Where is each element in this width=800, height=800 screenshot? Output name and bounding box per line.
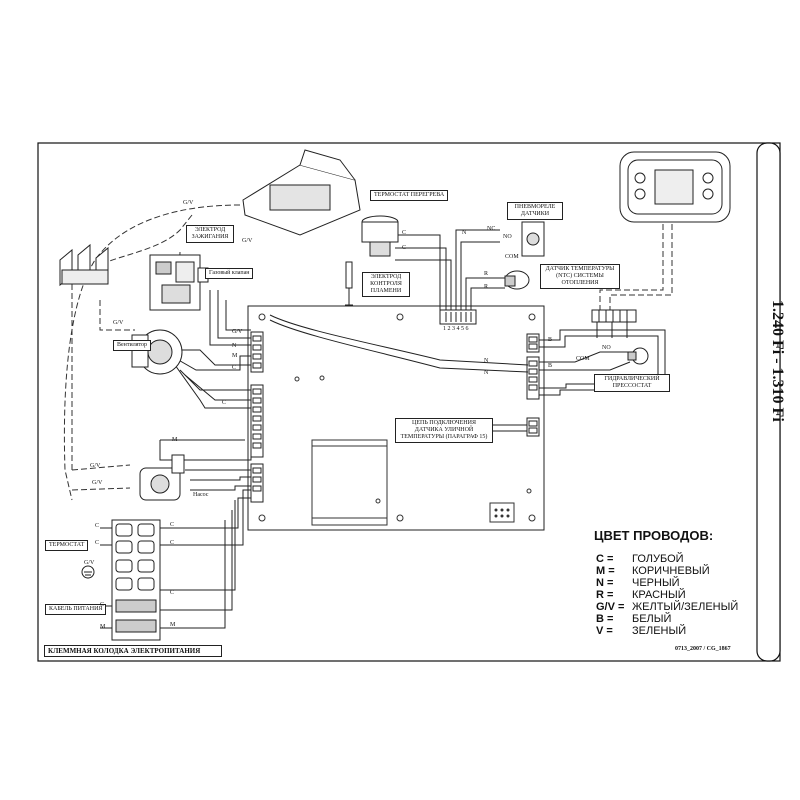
ntc-sensor-unit (504, 270, 530, 290)
outdoor-sensor-label: ЦЕПЬ ПОДКЛЮЧЕНИЯ ДАТЧИКА УЛИЧНОЙ ТЕМПЕРА… (395, 418, 493, 443)
wire-label-b-pressostat: B (548, 337, 553, 343)
wire-label-no-pressostat: NO (602, 345, 611, 351)
wire-label-n-pneumo: N (462, 230, 467, 236)
legend-code: C = (596, 553, 614, 565)
terminal-block-caption: КЛЕММНАЯ КОЛОДКА ЭЛЕКТРОПИТАНИЯ (44, 645, 222, 657)
wire-label-r-ntc-2: R (484, 284, 489, 290)
wire-label-gv-top: G/V (183, 200, 194, 206)
wire-label-m-valve: M (232, 353, 238, 359)
flame-electrode-unit (345, 261, 353, 306)
pneumo-switch-unit (521, 221, 545, 257)
legend-row: V = ЗЕЛЕНЫЙ (596, 625, 686, 637)
wire-label-nc-pneumo: NC (487, 226, 496, 232)
legend-color-name: ГОЛУБОЙ (632, 553, 684, 565)
board-connector-left-1 (250, 331, 264, 373)
footer-code: 0713_2007 / CG_1867 (675, 646, 731, 652)
wire-label-c-term-2: C (95, 540, 100, 546)
legend-row: N = ЧЕРНЫЙ (596, 577, 680, 589)
wire-label-gv-ground: G/V (92, 480, 103, 486)
room-thermostat-label: ТЕРМОСТАТ (45, 540, 89, 551)
wire-label-n-long-2: N (484, 370, 489, 376)
legend-code: R = (596, 589, 614, 601)
ignition-electrode-bracket (59, 243, 109, 287)
wire-label-c-valve: C (232, 365, 237, 371)
wire-label-c-thermo: C (402, 230, 407, 236)
legend-color-name: КРАСНЫЙ (632, 589, 686, 601)
legend-color-name: БЕЛЫЙ (632, 613, 672, 625)
fan-label: Вентилятор (113, 340, 152, 351)
air-pressure-switch-label: ПНЕВМОРЕЛЕ ДАТЧИКИ (507, 202, 563, 220)
connector-pin-numbers: 1 2 3 4 5 6 (443, 326, 469, 332)
overheat-thermostat-label: ТЕРМОСТАТ ПЕРЕГРЕВА (370, 190, 449, 201)
wire-label-gv-term: G/V (84, 560, 95, 566)
legend-code: M = (596, 565, 615, 577)
power-cable-label: КАБЕЛЬ ПИТАНИЯ (45, 604, 107, 615)
ignition-electrode-label: ЭЛЕКТРОД ЗАЖИГАНИЯ (186, 225, 234, 243)
board-connector-right-2 (526, 356, 540, 400)
power-terminal-block (111, 519, 161, 641)
legend-code: V = (596, 625, 613, 637)
wire-label-c-board-2: C (170, 522, 175, 528)
wire-label-n-valve: N (232, 343, 237, 349)
fan-unit (131, 329, 183, 375)
board-connector-right-3 (526, 417, 540, 437)
legend-row: B = БЕЛЫЙ (596, 613, 671, 625)
wire-label-gv-valve: G/V (232, 329, 243, 335)
legend-color-name: ЗЕЛЕНЫЙ (632, 625, 687, 637)
legend-color-name: ЖЕЛТЫЙ/ЗЕЛЕНЫЙ (632, 601, 739, 613)
legend-color-name: ЧЕРНЫЙ (632, 577, 680, 589)
wire-label-com-pneumo: COM (505, 254, 519, 260)
board-connector-left-3 (250, 463, 264, 503)
ntc-sensor-label: ДАТЧИК ТЕМПЕРАТУРЫ (NTC) СИСТЕМЫ ОТОПЛЕН… (540, 264, 620, 289)
wire-label-gv-pump: G/V (90, 463, 101, 469)
legend-row: R = КРАСНЫЙ (596, 589, 686, 601)
legend-row: M = КОРИЧНЕВЫЙ (596, 565, 710, 577)
flame-electrode-label: ЭЛЕКТРОД КОНТРОЛЯ ПЛАМЕНИ (362, 272, 410, 297)
wire-label-m-pump: M (172, 437, 178, 443)
overheat-thermostat-unit (361, 215, 399, 257)
legend-code: N = (596, 577, 614, 589)
wire-label-b-pressostat-2: B (548, 363, 553, 369)
legend-code: G/V = (596, 601, 625, 613)
wire-label-c-board-3: C (170, 540, 175, 546)
remote-terminal-strip (591, 309, 637, 323)
board-connector-right-1 (526, 333, 540, 353)
wire-label-c-fan: C (222, 400, 227, 406)
wire-label-no-pneumo: NO (503, 234, 512, 240)
wire-label-c-board: C (170, 590, 175, 596)
ground-wires (63, 204, 673, 575)
title-strip (756, 142, 781, 662)
board-connector-top (439, 309, 477, 325)
legend-row: G/V = ЖЕЛТЫЙ/ЗЕЛЕНЫЙ (596, 601, 738, 613)
gas-valve-unit (149, 254, 209, 311)
model-title-text: 1.240 Fi - 1.310 Fi (769, 300, 786, 422)
gas-valve-label: Газовый клапан (205, 268, 254, 279)
wiring (100, 229, 666, 629)
remote-control-unit (619, 151, 731, 223)
wire-label-c-term: C (95, 523, 100, 529)
board-connector-left-2 (250, 384, 264, 458)
wire-label-m-board: M (170, 622, 176, 628)
hydraulic-pressostat-unit (627, 347, 649, 365)
wire-label-n-long: N (484, 358, 489, 364)
wire-label-gv-fan: G/V (113, 320, 124, 326)
wire-label-gv-mid: G/V (242, 238, 253, 244)
heat-exchanger (242, 149, 361, 236)
legend-code: B = (596, 613, 614, 625)
legend-title: ЦВЕТ ПРОВОДОВ: (594, 528, 714, 543)
earth-symbol (81, 565, 95, 579)
pump-label: Насос (193, 492, 209, 498)
model-title: 1.240 Fi - 1.310 Fi (764, 300, 794, 460)
wire-label-r-ntc: R (484, 271, 489, 277)
wire-label-com-pressostat: COM (576, 356, 590, 362)
wire-label-m-power: M (100, 624, 106, 630)
pump-unit (139, 454, 185, 501)
legend-row: C = ГОЛУБОЙ (596, 553, 684, 565)
wire-label-c-thermo-2: C (402, 245, 407, 251)
legend-color-name: КОРИЧНЕВЫЙ (632, 565, 710, 577)
wire-label-c-power: C (100, 602, 105, 608)
hydraulic-pressostat-label: ГИДРАВЛИЧЕСКИЙ ПРЕССОСТАТ (594, 374, 670, 392)
